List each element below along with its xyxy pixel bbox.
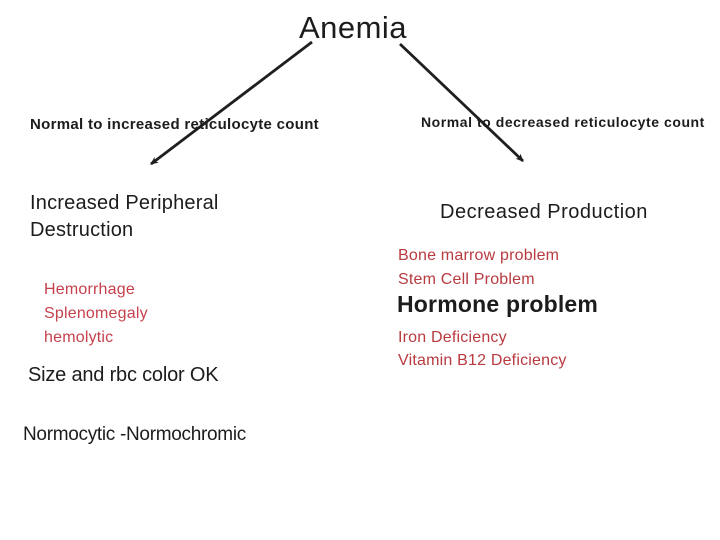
right-cause-stem-cell: Stem Cell Problem [398,271,535,288]
right-branch-subheading: Decreased Production [440,201,648,223]
slide-title: Anemia [298,10,408,45]
branch-arrow-right-icon [399,42,524,163]
left-branch-subheading: Increased Peripheral Destruction [30,192,219,241]
left-cause-hemolytic: hemolytic [44,329,114,346]
left-note-size-color: Size and rbc color OK [28,364,219,386]
branch-arrow-left-icon [150,40,313,166]
right-cause-b12-deficiency: Vitamin B12 Deficiency [398,352,567,369]
right-cause-hormone-emphasis: Hormone problem [397,291,599,317]
left-branch-heading: Normal to increased reticulocyte count [30,116,319,133]
right-branch-heading: Normal to decreased reticulocyte count [421,114,705,130]
left-cause-hemorrhage: Hemorrhage [44,281,135,298]
right-cause-iron-deficiency: Iron Deficiency [398,329,507,346]
left-note-normocytic: Normocytic -Normochromic [23,424,246,445]
right-cause-bone-marrow: Bone marrow problem [398,247,560,264]
left-cause-splenomegaly: Splenomegaly [44,305,148,322]
